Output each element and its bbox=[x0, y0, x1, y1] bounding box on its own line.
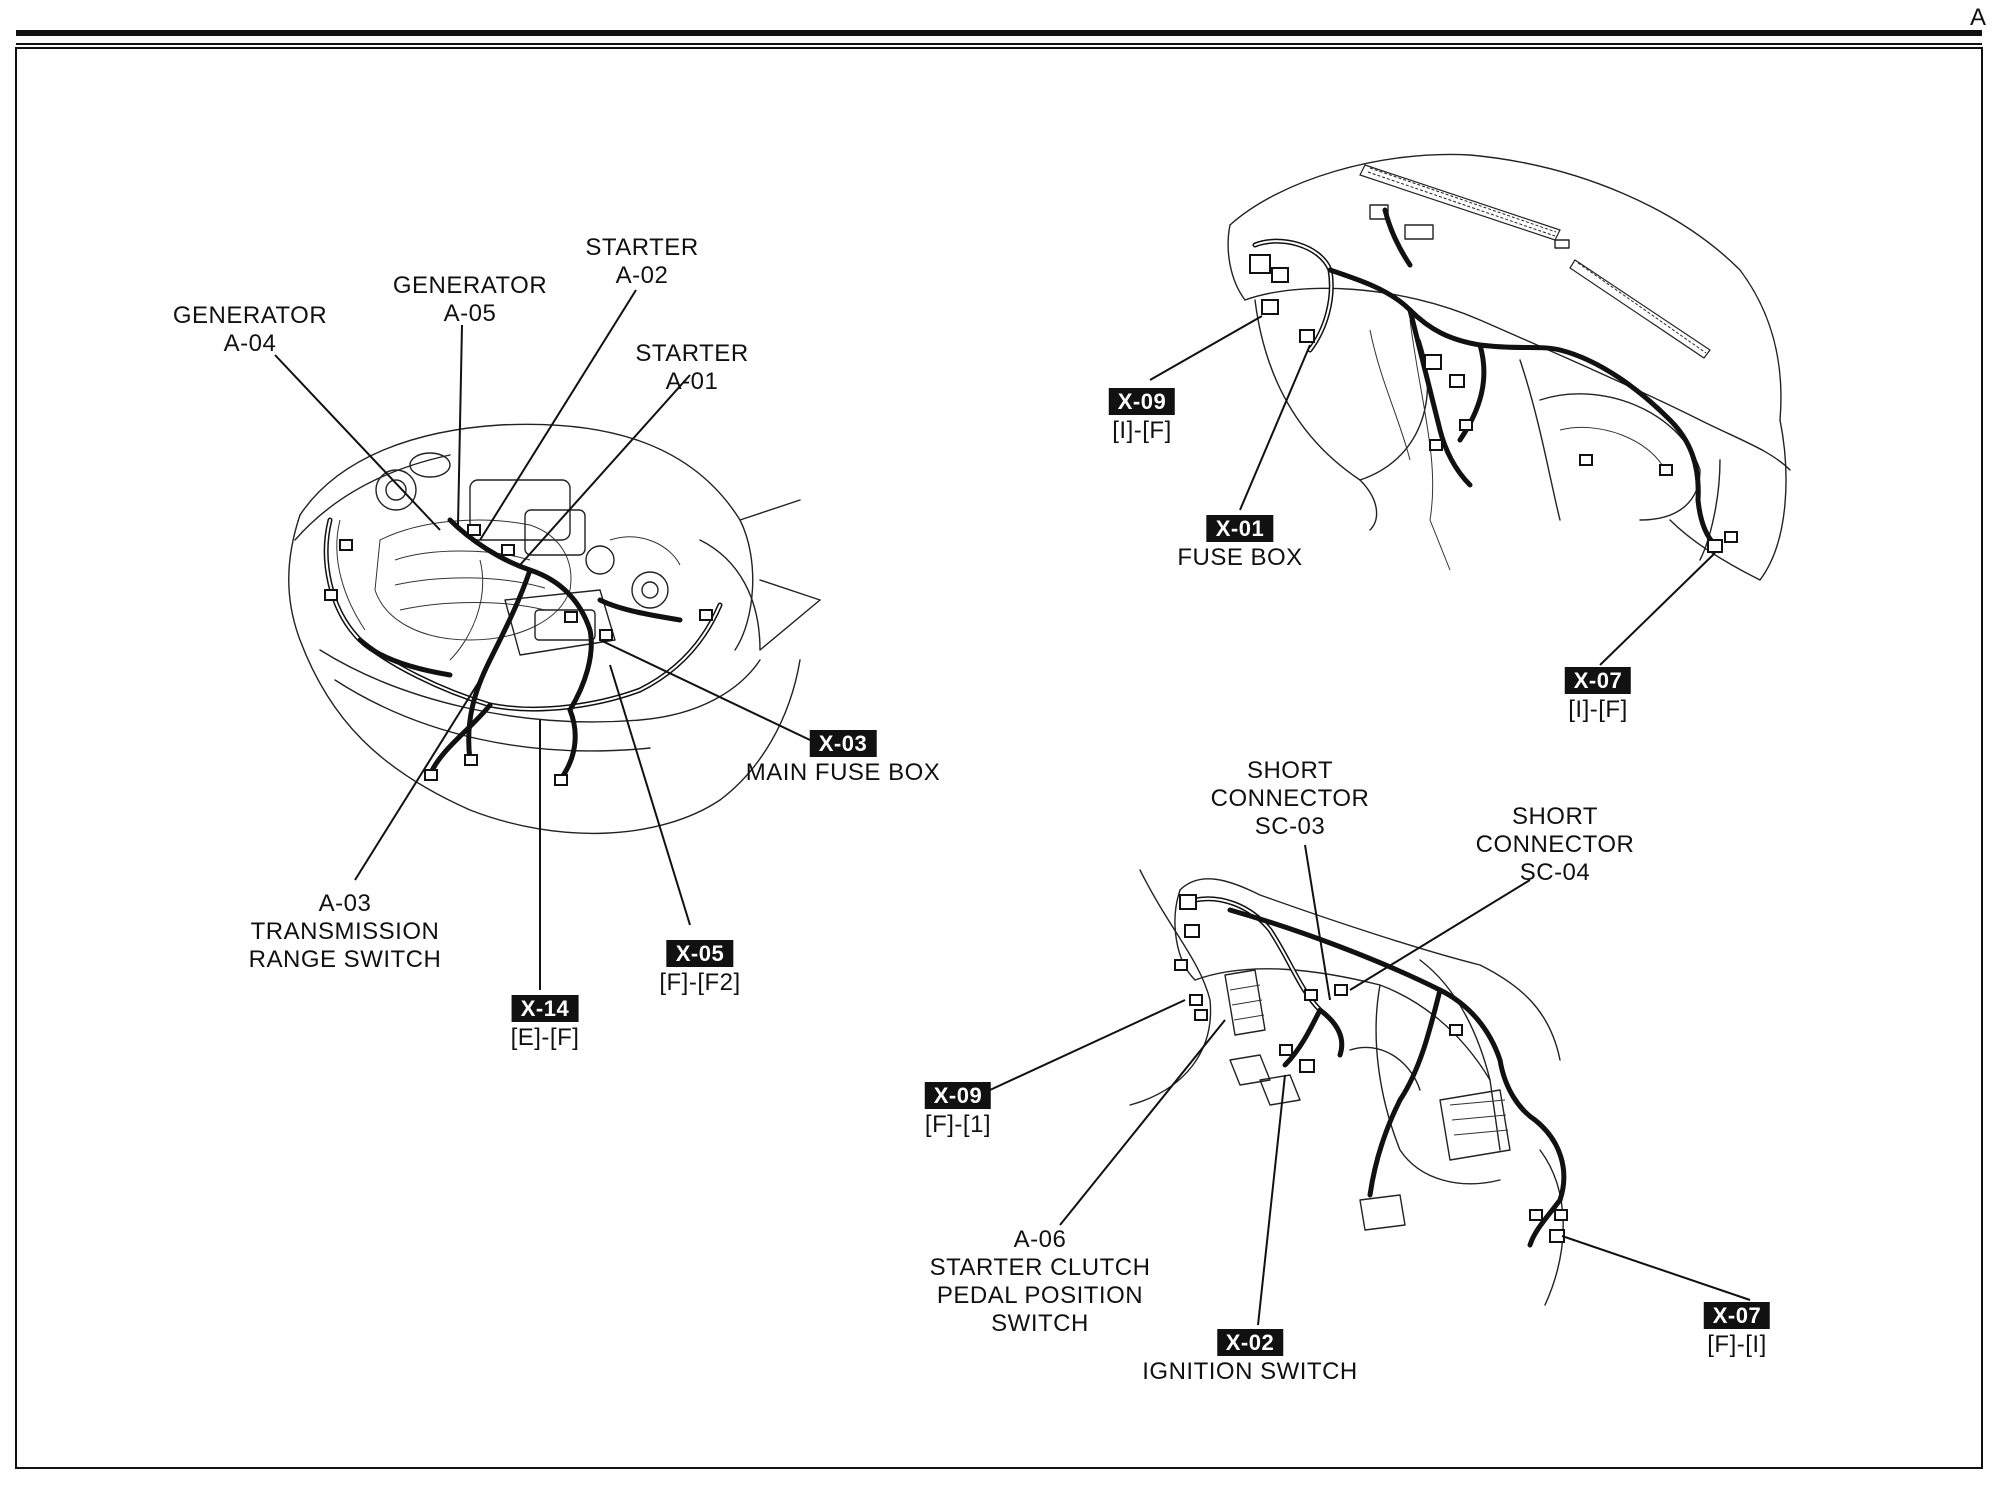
label-fuse-box: X-01 FUSE BOX bbox=[1177, 515, 1302, 572]
sc03-line2: CONNECTOR bbox=[1210, 785, 1370, 812]
ignition-switch-name: IGNITION SWITCH bbox=[1142, 1358, 1358, 1385]
x05-ref: [F]-[F2] bbox=[659, 969, 741, 996]
label-generator-a05: GENERATOR A-05 bbox=[393, 272, 547, 328]
dashboard-top-leader-lines bbox=[1149, 315, 1716, 666]
label-x07-top: X-07 [I]-[F] bbox=[1564, 667, 1632, 724]
label-x05: X-05 [F]-[F2] bbox=[659, 940, 740, 997]
label-starter-a02: STARTER A-02 bbox=[585, 234, 698, 290]
dashboard-lower-leader-lines bbox=[989, 844, 1751, 1326]
tr-switch-line2: RANGE SWITCH bbox=[248, 946, 442, 973]
label-short-connector-sc04: SHORT CONNECTOR SC-04 bbox=[1476, 803, 1635, 887]
label-starter-clutch-pedal-switch: A-06 STARTER CLUTCH PEDAL POSITION SWITC… bbox=[930, 1226, 1151, 1338]
label-x07-bottom: X-07 [F]-[I] bbox=[1703, 1302, 1771, 1359]
dashboard-lower-illustration bbox=[1129, 869, 1568, 1306]
main-fuse-box-tag: X-03 bbox=[809, 730, 877, 757]
a06-line2: PEDAL POSITION bbox=[936, 1282, 1144, 1309]
generator-a05-code: A-05 bbox=[443, 300, 497, 327]
label-generator-a04: GENERATOR A-04 bbox=[173, 302, 327, 358]
engine-compartment-illustration bbox=[288, 423, 821, 835]
main-fuse-box-name: MAIN FUSE BOX bbox=[745, 759, 941, 786]
sc04-code: SC-04 bbox=[1519, 859, 1591, 886]
x09-bottom-tag: X-09 bbox=[924, 1082, 992, 1109]
ignition-switch-tag: X-02 bbox=[1216, 1329, 1284, 1356]
tr-switch-line1: TRANSMISSION bbox=[250, 918, 440, 945]
a06-line1: STARTER CLUTCH bbox=[929, 1254, 1151, 1281]
dashboard-top-illustration bbox=[1227, 153, 1791, 581]
x07-top-ref: [I]-[F] bbox=[1568, 696, 1628, 723]
x07-bottom-ref: [F]-[I] bbox=[1707, 1331, 1767, 1358]
starter-a02-code: A-02 bbox=[615, 262, 669, 289]
x09-bottom-ref: [F]-[1] bbox=[924, 1111, 992, 1138]
engine-leader-lines bbox=[274, 289, 811, 990]
sc03-line1: SHORT bbox=[1246, 757, 1334, 784]
x09-top-ref: [I]-[F] bbox=[1112, 417, 1172, 444]
label-main-fuse-box: X-03 MAIN FUSE BOX bbox=[746, 730, 941, 787]
sc04-line1: SHORT bbox=[1511, 803, 1599, 830]
x07-top-tag: X-07 bbox=[1564, 667, 1632, 694]
page-frame bbox=[15, 30, 1983, 1469]
x14-ref: [E]-[F] bbox=[510, 1024, 580, 1051]
generator-a04-name: GENERATOR bbox=[172, 302, 328, 329]
x05-tag: X-05 bbox=[666, 940, 734, 967]
a06-code: A-06 bbox=[1013, 1226, 1067, 1253]
tr-switch-code: A-03 bbox=[318, 890, 372, 917]
starter-a01-name: STARTER bbox=[635, 340, 749, 367]
fuse-box-tag: X-01 bbox=[1206, 515, 1274, 542]
label-x09-top: X-09 [I]-[F] bbox=[1108, 388, 1176, 445]
generator-a04-code: A-04 bbox=[223, 330, 277, 357]
x14-tag: X-14 bbox=[511, 995, 579, 1022]
starter-a01-code: A-01 bbox=[665, 368, 719, 395]
fuse-box-name: FUSE BOX bbox=[1177, 544, 1303, 571]
sc03-code: SC-03 bbox=[1254, 813, 1326, 840]
label-short-connector-sc03: SHORT CONNECTOR SC-03 bbox=[1211, 757, 1370, 841]
label-starter-a01: STARTER A-01 bbox=[635, 340, 748, 396]
label-transmission-range-switch: A-03 TRANSMISSION RANGE SWITCH bbox=[249, 890, 442, 974]
starter-a02-name: STARTER bbox=[585, 234, 699, 261]
generator-a05-name: GENERATOR bbox=[392, 272, 548, 299]
x09-top-tag: X-09 bbox=[1108, 388, 1176, 415]
label-ignition-switch: X-02 IGNITION SWITCH bbox=[1142, 1329, 1357, 1386]
label-x14: X-14 [E]-[F] bbox=[511, 995, 580, 1052]
label-x09-bottom: X-09 [F]-[1] bbox=[924, 1082, 992, 1139]
sc04-line2: CONNECTOR bbox=[1475, 831, 1635, 858]
a06-line3: SWITCH bbox=[991, 1310, 1089, 1337]
x07-bottom-tag: X-07 bbox=[1703, 1302, 1771, 1329]
defrost-vent-right bbox=[1569, 259, 1711, 359]
page-letter: A bbox=[1969, 4, 1986, 31]
